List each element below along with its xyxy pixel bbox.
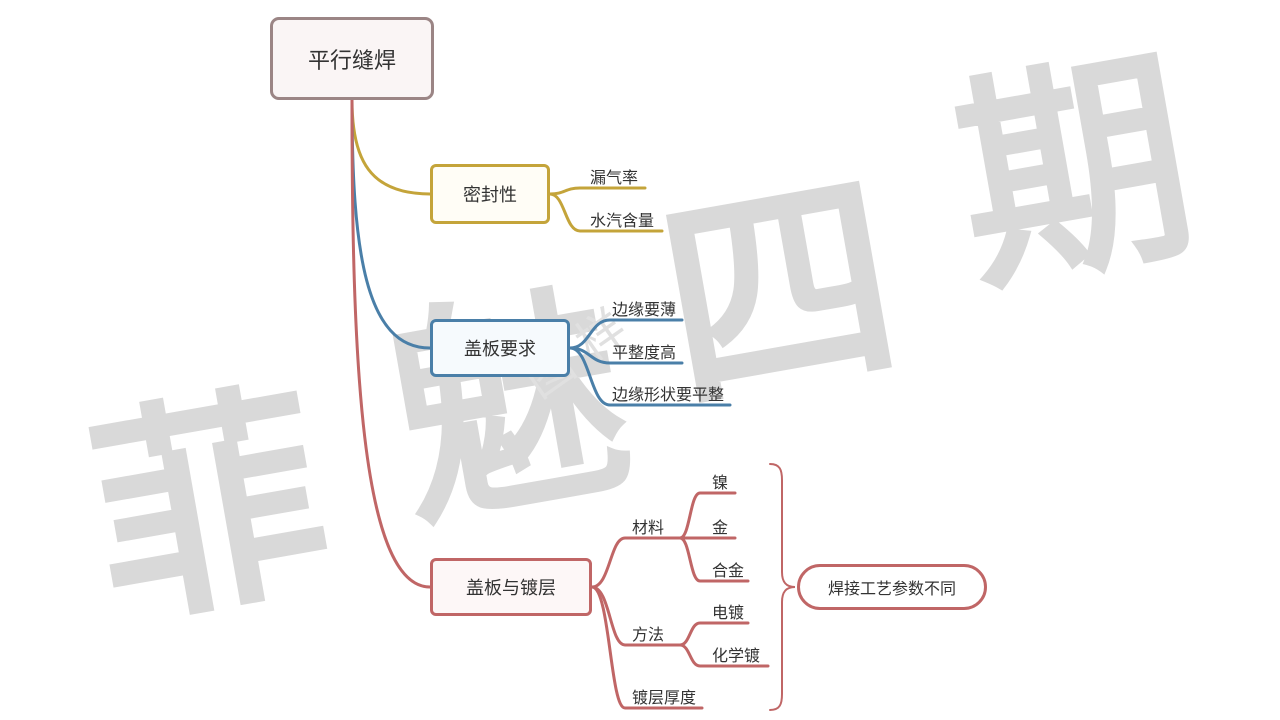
root-node-label: 平行缝焊 xyxy=(307,48,396,74)
summary-node[interactable]: 焊接工艺参数不同 xyxy=(797,564,987,610)
leaf-nickel[interactable]: 镍 xyxy=(712,473,729,492)
sub-method[interactable]: 方法 xyxy=(632,625,665,644)
leaf-electroplating[interactable]: 电镀 xyxy=(712,603,745,622)
connector-cover xyxy=(350,98,432,350)
connector-material xyxy=(590,536,682,589)
connector-edge-shape xyxy=(568,346,732,407)
sealing-node-label: 密封性 xyxy=(463,185,517,206)
sub-thickness[interactable]: 镀层厚度 xyxy=(632,688,697,707)
root-node[interactable]: 平行缝焊 xyxy=(270,17,434,100)
leaf-chemical-plating[interactable]: 化学镀 xyxy=(712,646,761,665)
leaf-alloy[interactable]: 合金 xyxy=(712,561,745,580)
summary-brace xyxy=(769,463,796,711)
connector-alloy xyxy=(678,536,750,583)
leaf-gold[interactable]: 金 xyxy=(712,518,729,537)
connector-sealing xyxy=(350,98,432,196)
sub-material[interactable]: 材料 xyxy=(632,518,665,537)
leaf-edge-shape[interactable]: 边缘形状要平整 xyxy=(612,385,725,404)
connector-plating xyxy=(350,98,432,589)
connector-chemical xyxy=(678,643,770,668)
connector-leak xyxy=(548,186,647,196)
leaf-leak-rate[interactable]: 漏气率 xyxy=(590,168,639,187)
cover-node[interactable]: 盖板要求 xyxy=(430,319,570,377)
plating-node-label: 盖板与镀层 xyxy=(466,578,556,599)
summary-node-label: 焊接工艺参数不同 xyxy=(827,579,956,598)
connector-moisture xyxy=(548,192,664,233)
leaf-edge-thin[interactable]: 边缘要薄 xyxy=(612,300,677,319)
connector-nickel xyxy=(678,491,737,540)
leaf-moisture[interactable]: 水汽含量 xyxy=(590,211,655,230)
sealing-node[interactable]: 密封性 xyxy=(430,164,550,224)
cover-node-label: 盖板要求 xyxy=(464,339,536,360)
connector-thickness xyxy=(590,585,704,710)
leaf-flatness[interactable]: 平整度高 xyxy=(612,343,677,362)
plating-node[interactable]: 盖板与镀层 xyxy=(430,558,592,616)
